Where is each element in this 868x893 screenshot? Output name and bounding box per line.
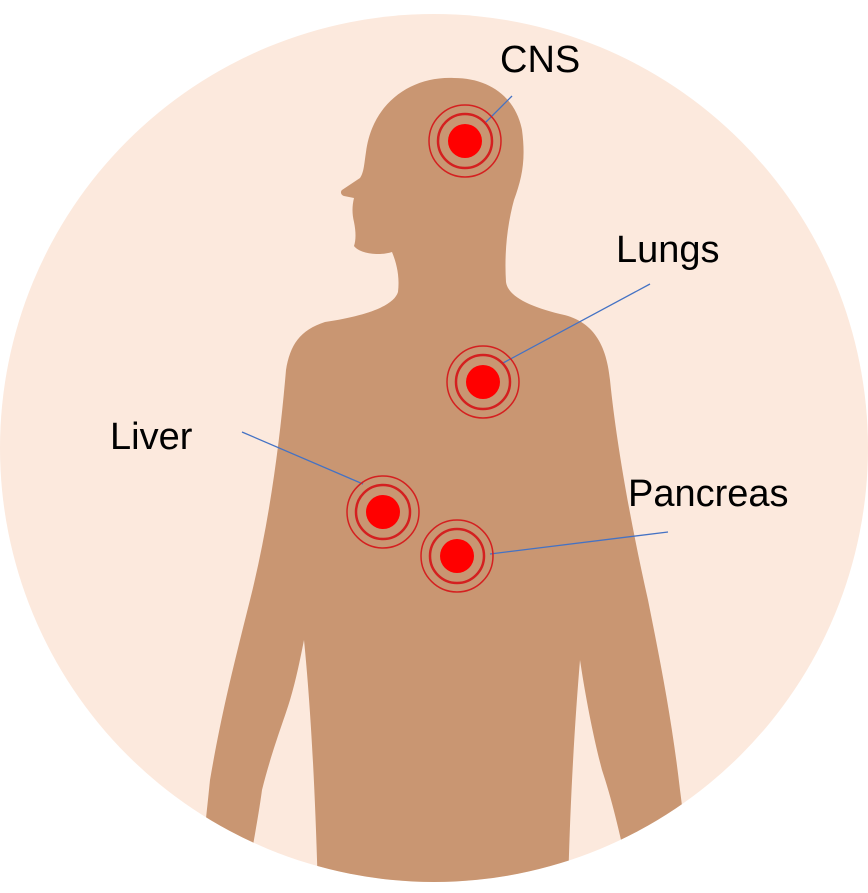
label-lungs: Lungs — [616, 229, 720, 271]
label-liver: Liver — [110, 416, 193, 458]
label-pancreas: Pancreas — [628, 473, 789, 515]
label-cns: CNS — [500, 39, 580, 81]
